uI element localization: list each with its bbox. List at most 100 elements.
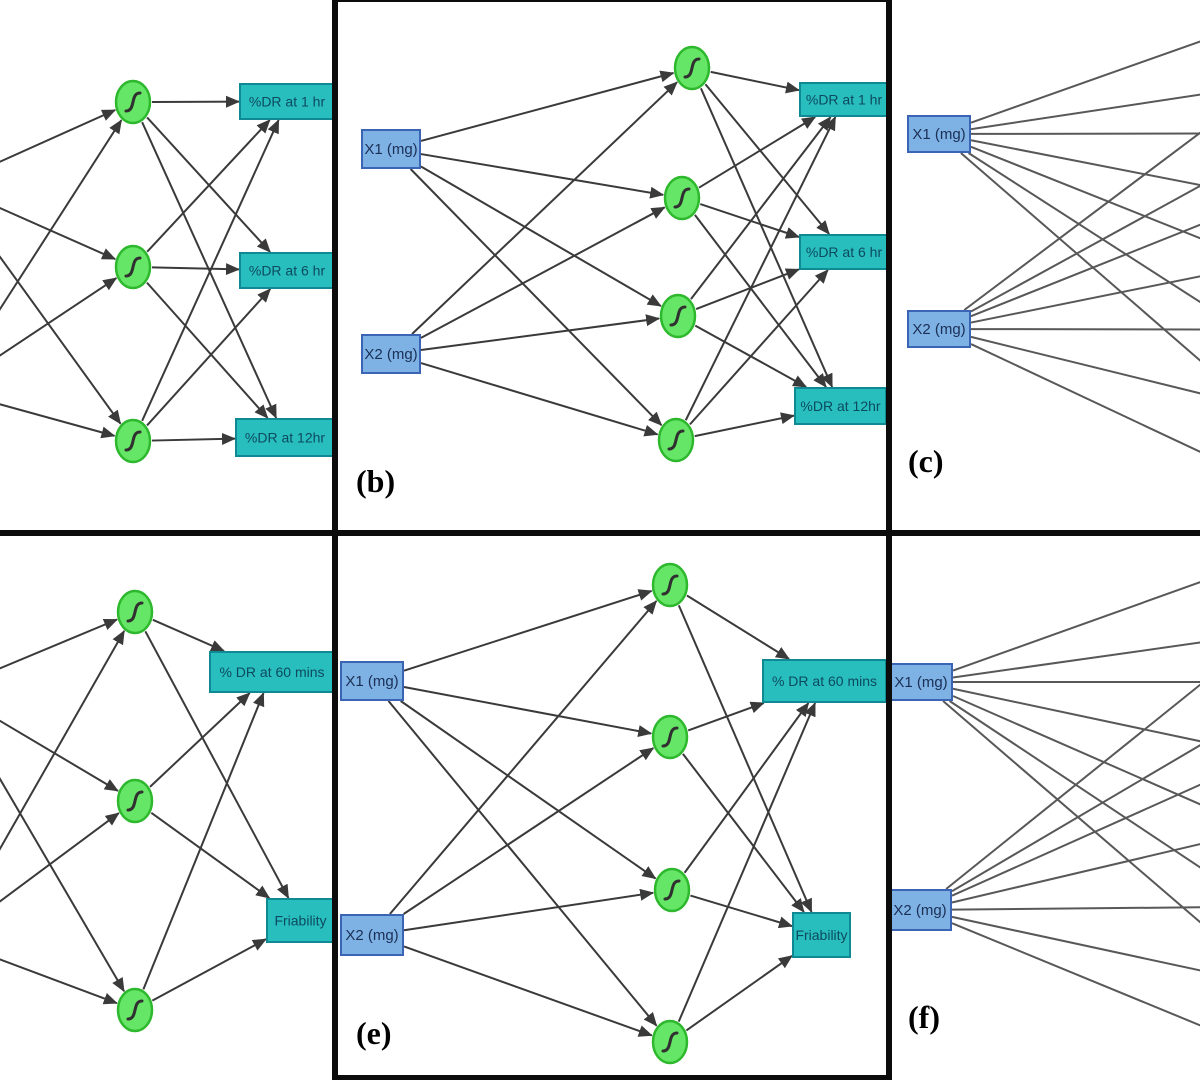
output-node: %DR at 12hr [794,387,886,425]
top-border [338,0,886,2]
hidden-neuron [659,293,697,339]
sigmoid-icon [126,601,144,623]
edge-arrow [409,168,663,426]
output-node-box [209,651,332,693]
output-node-box [266,898,332,943]
input-node-box [361,334,421,374]
output-node-label: %DR at 12hr [245,430,325,446]
output-node-box [794,387,886,425]
edge-arrow [141,121,278,419]
edge-arrow [0,119,123,311]
output-node: %DR at 12hr [235,418,332,457]
edge-line [970,132,1200,135]
output-node-label: %DR at 6 hr [806,244,883,260]
edge-arrow [686,594,790,660]
output-node-box [762,659,886,703]
input-node-label: X2 (mg) [912,321,965,338]
edge-arrow [698,116,817,189]
edge-arrow [0,777,125,993]
sigmoid-icon [661,574,679,596]
output-node-label: % DR at 60 mins [772,673,877,689]
edge-arrow [389,600,658,915]
edge-arrow [403,888,655,932]
input-node: X1 (mg) [892,663,953,701]
panel-letter-label: (e) [356,1015,392,1051]
edge-arrow [710,70,800,94]
output-node: %DR at 6 hr [799,234,886,270]
edge-arrow [683,702,810,874]
edge-arrow [146,281,269,419]
edge-arrow [152,618,225,652]
output-node-label: Friability [795,927,847,943]
input-node: X2 (mg) [892,889,952,931]
edge-arrow [403,747,655,915]
output-node: Friability [266,898,332,943]
edge-line [945,683,1200,890]
output-node: %DR at 1 hr [799,82,886,117]
panel-letter-label: (b) [356,463,395,499]
edge-arrow [694,324,808,388]
panel-letter-label: (c) [908,443,944,479]
panel-f: X1 (mg)X2 (mg)(f) [892,536,1200,1080]
edge-arrow [420,206,666,339]
edge-arrow [684,116,837,421]
output-node-box [799,82,886,117]
output-node: % DR at 60 mins [209,651,332,693]
edge-arrow [0,812,120,903]
edge-line [970,223,1200,318]
edge-line [942,700,1200,924]
edge-line [952,641,1200,679]
panel-a-network-diagram: %DR at 1 hr%DR at 6 hr%DR at 12hr [0,79,332,464]
edge-arrow [151,432,236,445]
output-node-label: %DR at 6 hr [249,263,326,279]
sigmoid-icon [661,726,679,748]
edge-arrow [420,153,665,199]
edge-arrow [151,938,267,1002]
input-node-label: X1 (mg) [894,674,947,691]
hidden-neuron [651,714,689,760]
edge-arrow [682,753,805,913]
edge-line [952,581,1200,672]
edge-arrow [420,314,661,352]
edge-arrow [0,719,119,792]
input-node: X1 (mg) [340,661,404,701]
edge-line [952,687,1200,743]
edge-line [960,152,1200,362]
edge-arrow [695,268,800,310]
sigmoid-icon [663,879,681,901]
edge-arrow [420,362,659,437]
edge-arrow [677,702,817,1022]
edge-arrow [403,945,653,1037]
edge-line [970,139,1200,187]
edge-arrow [0,630,126,851]
sigmoid-icon [673,187,691,209]
edge-line [970,328,1200,331]
edge-arrow [0,255,122,425]
panel-c-network-diagram: X1 (mg) X2 (mg) (c) [907,40,1200,479]
edge-line [970,343,1200,453]
horizontal-divider [0,530,1200,536]
hidden-neuron [116,778,154,824]
sigmoid-icon [661,1031,679,1053]
edge-arrow [411,81,678,335]
output-node-box [235,418,332,457]
output-node-label: %DR at 12hr [800,398,880,414]
edge-arrow [685,955,793,1032]
panel-b-network-diagram: X1 (mg)X2 (mg)%DR at 1 hr%DR at 6 hr%DR … [356,45,886,499]
input-node: X1 (mg) [907,115,971,153]
edge-line [967,152,1200,304]
edge-arrow [677,604,813,913]
edge-arrow [149,692,251,788]
edge-line [970,40,1200,124]
edge-arrow [151,263,240,276]
output-node: % DR at 60 mins [762,659,886,703]
edge-arrow [0,109,117,163]
output-node-label: Friability [274,913,326,929]
edge-line [951,744,1200,893]
edge-arrow [403,589,653,672]
sigmoid-icon [683,57,701,79]
input-node-label: X1 (mg) [364,141,417,158]
input-node-box [892,889,952,931]
